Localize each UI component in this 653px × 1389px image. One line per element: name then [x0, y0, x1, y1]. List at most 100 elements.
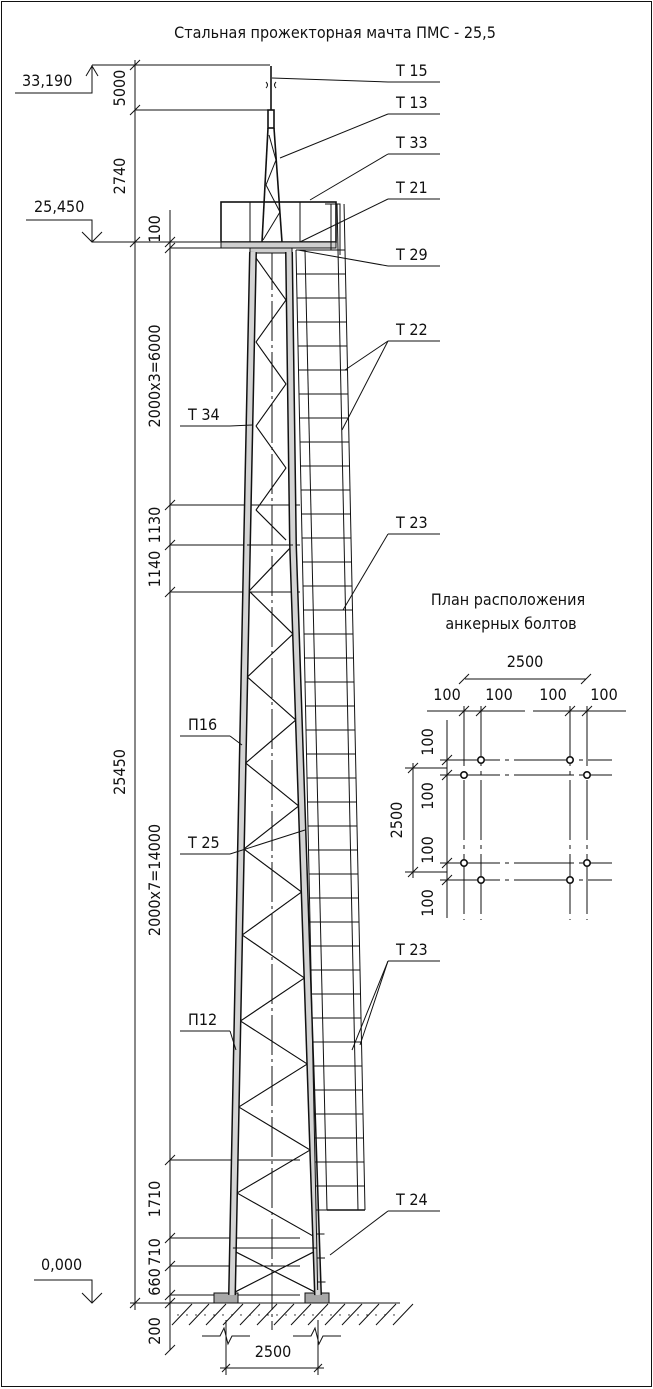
antenna-mast	[261, 66, 283, 243]
dimension-tick	[129, 104, 141, 116]
ground-dot	[222, 1314, 224, 1316]
ground-dot	[393, 1314, 395, 1316]
ground-dot	[240, 1314, 242, 1316]
svg-text:25450: 25450	[110, 749, 129, 795]
ground-hatch	[358, 1303, 380, 1326]
ground-dot	[231, 1314, 233, 1316]
lattice-tower	[228, 251, 322, 1296]
svg-text:2000x7=14000: 2000x7=14000	[145, 824, 164, 936]
svg-text:200: 200	[145, 1317, 164, 1344]
dimension-tick	[581, 705, 593, 717]
callout-leader	[229, 829, 306, 855]
svg-text:2740: 2740	[110, 158, 129, 195]
anchor-bolt	[565, 755, 574, 764]
callout-label-left: П12	[188, 1010, 217, 1029]
anchor-bolt	[476, 875, 485, 884]
dimension-tick	[580, 673, 592, 685]
callout-label-right: Т 13	[395, 93, 428, 112]
diagonal-brace-fill	[255, 467, 287, 511]
svg-text:100: 100	[590, 685, 617, 704]
diagonal-brace-fill	[245, 719, 297, 764]
diagonal-brace-fill	[243, 848, 302, 893]
ground-dot	[357, 1314, 359, 1316]
svg-text:1710: 1710	[145, 1181, 164, 1218]
ground-dot	[339, 1314, 341, 1316]
ground-hatch	[341, 1303, 363, 1326]
anchor-bolt	[476, 755, 485, 764]
anchor-bolt	[565, 875, 574, 884]
diagonal-brace-fill	[255, 257, 287, 301]
callout-label-left: Т 34	[187, 405, 220, 424]
diagonal-brace-fill	[238, 1106, 311, 1151]
dimension-tick	[164, 1344, 176, 1356]
callouts: Т 15Т 13Т 33Т 21Т 29Т 22Т 23Т 23Т 24Т 34…	[180, 61, 440, 1256]
svg-text:100: 100	[433, 685, 460, 704]
ground-dot	[303, 1314, 305, 1316]
ground-hatch	[290, 1303, 312, 1326]
ground-dot	[375, 1314, 377, 1316]
ground-dot	[285, 1314, 287, 1316]
drawing-title: Стальная прожекторная мачта ПМС - 25,5	[174, 23, 496, 42]
diagonal-brace-fill	[255, 383, 287, 427]
callout-label-right: Т 22	[395, 320, 428, 339]
diagonal-brace-fill	[255, 341, 287, 385]
callout-leader	[229, 424, 253, 427]
ground-dot	[312, 1314, 314, 1316]
svg-text:100: 100	[418, 782, 437, 809]
svg-text:2500: 2500	[387, 802, 406, 839]
svg-text:2500: 2500	[255, 1342, 292, 1361]
callout-label-right: Т 24	[395, 1190, 428, 1209]
svg-text:0,000: 0,000	[41, 1255, 82, 1274]
callout-leader	[299, 198, 389, 243]
dimension-tick	[458, 673, 470, 685]
dimension-tick	[458, 705, 470, 717]
ground-dot	[249, 1314, 251, 1316]
platform	[220, 201, 341, 255]
ground-hatch	[171, 1303, 193, 1326]
dimension-tick	[475, 705, 487, 717]
dimension-tick	[441, 874, 453, 886]
ground-dot	[294, 1314, 296, 1316]
ground-hatch	[256, 1303, 278, 1326]
ground-hatch	[205, 1303, 227, 1326]
diagonal-brace-fill	[243, 805, 300, 850]
diagonal-brace-fill	[241, 891, 302, 936]
svg-text:2000x3=6000: 2000x3=6000	[145, 325, 164, 428]
anchor-bolt	[582, 770, 591, 779]
dimension-tick	[441, 769, 453, 781]
diagonal-brace-fill	[255, 425, 287, 469]
anchor-bolt-plan: План расположения анкерных болтов 2500 1…	[387, 590, 626, 920]
callout-label-right: Т 29	[395, 245, 428, 264]
level-marker-top: 33,190	[15, 64, 270, 94]
x-brace-fill	[234, 1251, 314, 1293]
callout-label-right: Т 33	[395, 133, 428, 152]
diagonal-brace-fill	[240, 977, 305, 1022]
callout-leader	[229, 735, 243, 746]
svg-text:1140: 1140	[145, 551, 164, 588]
callout-label-left: П16	[188, 715, 217, 734]
diagonal-brace-fill	[241, 934, 305, 979]
svg-text:100: 100	[418, 889, 437, 916]
ground-dot	[213, 1314, 215, 1316]
callout-leader	[342, 533, 389, 611]
callout-leader	[351, 960, 389, 1051]
svg-text:100: 100	[418, 728, 437, 755]
ground-hatch	[375, 1303, 397, 1326]
svg-text:100: 100	[418, 836, 437, 863]
ground-hatch	[188, 1303, 210, 1326]
callout-leader	[309, 153, 389, 201]
diagonal-brace-fill	[247, 633, 294, 678]
svg-text:710: 710	[145, 1238, 164, 1265]
ladder-with-cage	[295, 203, 366, 1291]
ground-hatch	[392, 1303, 414, 1326]
svg-text:2500: 2500	[507, 652, 544, 671]
ground-dot	[195, 1314, 197, 1316]
outer-dimension-chain: 5000 2740 25450	[110, 59, 270, 1310]
callout-leader	[229, 1030, 237, 1051]
ground-dot	[348, 1314, 350, 1316]
ground-dot	[321, 1314, 323, 1316]
diagonal-brace-fill	[238, 1063, 308, 1108]
footing-left	[213, 1292, 239, 1304]
callout-leader	[359, 960, 389, 1046]
